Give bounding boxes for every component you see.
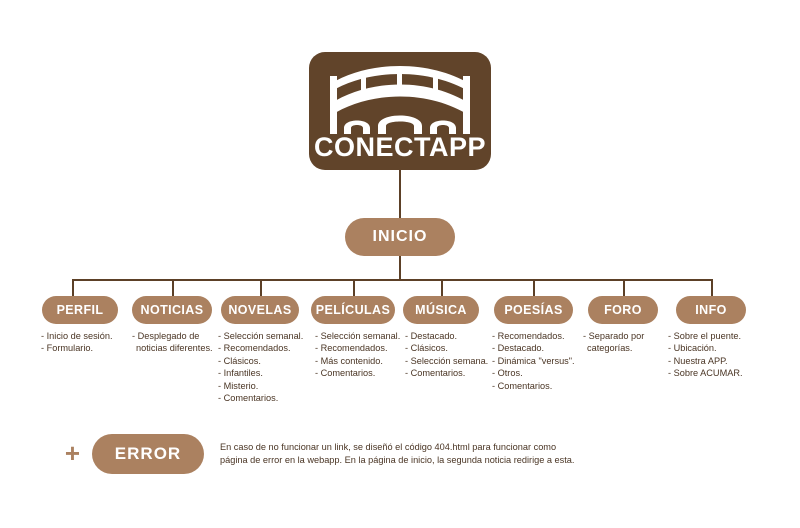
- node-poesias[interactable]: POESÍAS: [494, 296, 573, 324]
- list-item: - Desplegado de: [132, 331, 200, 341]
- list-item: - Infantiles.: [218, 368, 263, 379]
- connector-logo-to-inicio: [399, 170, 401, 218]
- list-musica: - Destacado. - Clásicos. - Selección sem…: [405, 330, 488, 380]
- list-item: - Dinámica "versus".: [492, 355, 575, 366]
- error-description: En caso de no funcionar un link, se dise…: [220, 441, 590, 467]
- list-novelas: - Selección semanal. - Recomendados. - C…: [218, 330, 303, 404]
- connector-drop-foro: [623, 279, 625, 297]
- list-item: - Recomendados.: [218, 343, 291, 354]
- connector-drop-poesias: [533, 279, 535, 297]
- list-item: - Destacado.: [492, 343, 545, 354]
- node-novelas[interactable]: NOVELAS: [221, 296, 299, 324]
- connector-drop-peliculas: [353, 279, 355, 297]
- node-error[interactable]: ERROR: [92, 434, 204, 474]
- list-item: - Comentarios.: [315, 368, 376, 379]
- node-inicio[interactable]: INICIO: [345, 218, 455, 256]
- node-noticias-label: NOTICIAS: [140, 303, 204, 317]
- list-item: - Nuestra APP.: [668, 355, 728, 366]
- list-item: - Otros.: [492, 368, 523, 379]
- list-info: - Sobre el puente. - Ubicación. - Nuestr…: [668, 330, 743, 380]
- app-logo-card: CONECTAPP: [309, 52, 491, 170]
- node-error-label: ERROR: [114, 444, 182, 463]
- node-perfil[interactable]: PERFIL: [42, 296, 118, 324]
- node-foro-label: FORO: [604, 303, 642, 317]
- plus-icon: +: [64, 438, 81, 468]
- list-item: - Inicio de sesión.: [41, 331, 113, 341]
- list-item: - Sobre ACUMAR.: [668, 368, 743, 379]
- list-item: - Recomendados.: [492, 331, 565, 341]
- list-item: - Separado por: [583, 331, 645, 341]
- node-musica-label: MÚSICA: [415, 303, 467, 317]
- node-noticias[interactable]: NOTICIAS: [132, 296, 212, 324]
- list-item: - Destacado.: [405, 331, 458, 341]
- list-poesias: - Recomendados. - Destacado. - Dinámica …: [492, 330, 575, 392]
- connector-horizontal-bus: [72, 279, 712, 281]
- node-info[interactable]: INFO: [676, 296, 746, 324]
- node-musica[interactable]: MÚSICA: [403, 296, 479, 324]
- list-item: - Sobre el puente.: [668, 331, 742, 341]
- logo-wordmark: CONECTAPP: [313, 132, 486, 162]
- node-poesias-label: POESÍAS: [504, 303, 563, 317]
- list-perfil: - Inicio de sesión. - Formulario.: [41, 330, 113, 355]
- list-item: - Más contenido.: [315, 355, 383, 366]
- list-item: - Selección semanal.: [315, 331, 401, 341]
- connector-inicio-to-bus: [399, 256, 401, 280]
- error-description-line-2: página de error en la webapp. En la pági…: [220, 455, 575, 465]
- list-item: - Formulario.: [41, 343, 94, 354]
- node-peliculas-label: PELÍCULAS: [315, 303, 391, 317]
- list-item: - Recomendados.: [315, 343, 388, 354]
- node-peliculas[interactable]: PELÍCULAS: [311, 296, 395, 324]
- list-item: - Comentarios.: [405, 368, 466, 379]
- connector-drop-musica: [441, 279, 443, 297]
- node-foro[interactable]: FORO: [588, 296, 658, 324]
- connector-drop-info: [711, 279, 713, 297]
- node-perfil-label: PERFIL: [56, 303, 104, 317]
- list-item: categorías.: [587, 343, 633, 354]
- list-item: - Comentarios.: [492, 380, 553, 391]
- error-description-line-1: En caso de no funcionar un link, se dise…: [220, 442, 557, 452]
- connector-drop-perfil: [72, 279, 74, 297]
- connector-drop-novelas: [260, 279, 262, 297]
- node-novelas-label: NOVELAS: [228, 303, 292, 317]
- bridge-icon: [330, 66, 470, 134]
- node-info-label: INFO: [695, 303, 727, 317]
- list-item: - Selección semanal.: [218, 331, 304, 341]
- list-item: - Misterio.: [218, 380, 259, 391]
- list-item: - Selección semana.: [405, 355, 489, 366]
- list-item: - Clásicos.: [218, 355, 261, 366]
- list-item: - Ubicación.: [668, 343, 717, 354]
- list-item: - Clásicos.: [405, 343, 448, 354]
- list-item: noticias diferentes.: [136, 343, 213, 354]
- connector-drop-noticias: [172, 279, 174, 297]
- node-inicio-label: INICIO: [372, 228, 428, 245]
- list-noticias: - Desplegado de noticias diferentes.: [132, 330, 213, 355]
- list-foro: - Separado por categorías.: [583, 330, 644, 355]
- list-peliculas: - Selección semanal. - Recomendados. - M…: [315, 330, 400, 380]
- list-item: - Comentarios.: [218, 393, 279, 404]
